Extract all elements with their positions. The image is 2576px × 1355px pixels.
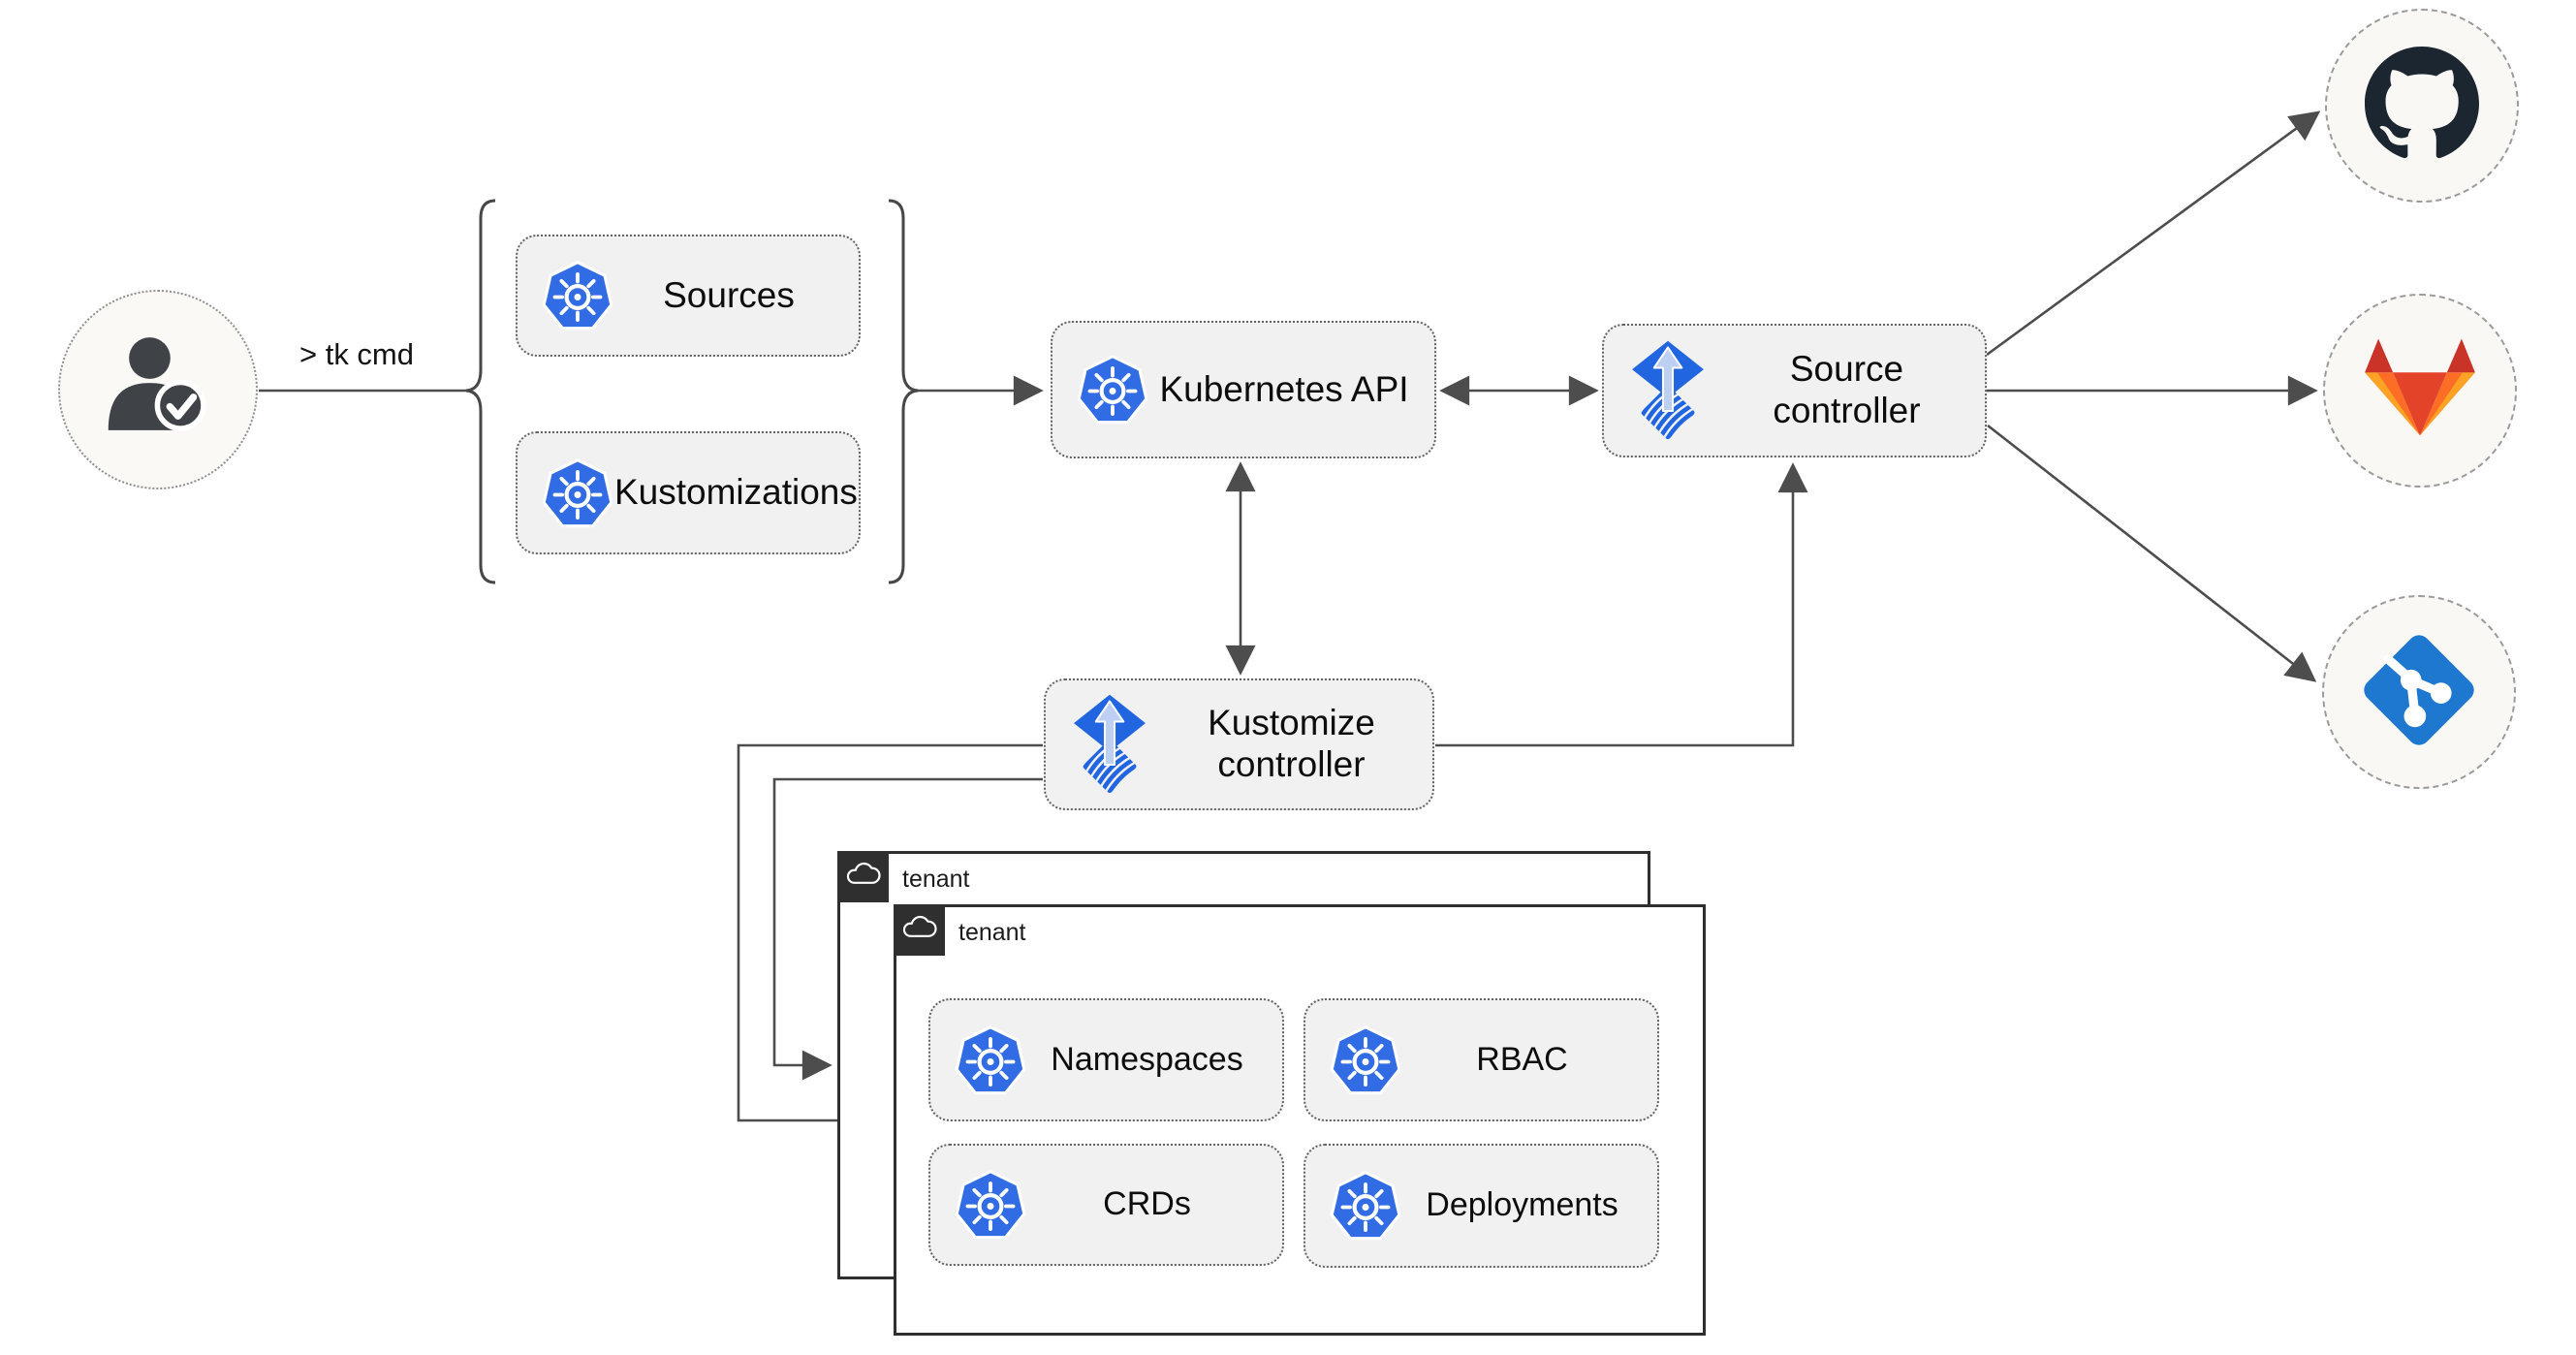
sources-node: Sources [516, 235, 861, 357]
crds-node: CRDs [928, 1144, 1284, 1266]
flux-icon [1627, 339, 1709, 442]
user-check-icon [108, 336, 206, 431]
kustomize-controller-label: Kustomize controller [1208, 703, 1375, 784]
kubernetes-icon [955, 1170, 1026, 1240]
rbac-node: RBAC [1304, 998, 1659, 1121]
kubernetes-icon [1076, 353, 1149, 426]
left-curly-brace [465, 199, 496, 584]
gitlab-icon [2364, 336, 2476, 445]
kubernetes-api-label: Kubernetes API [1159, 368, 1409, 409]
kubernetes-icon [542, 457, 613, 527]
kustomizations-node: Kustomizations [516, 431, 861, 554]
github-icon [2365, 46, 2479, 166]
kubernetes-icon [1330, 1024, 1401, 1094]
flux-icon [1069, 693, 1150, 796]
github-node [2325, 9, 2519, 203]
namespaces-node: Namespaces [928, 998, 1284, 1121]
tenant-inner-label: tenant [958, 919, 1026, 946]
kubernetes-icon [541, 457, 614, 530]
edge-kustomize-to-source [1435, 462, 1808, 747]
edge-source-to-git [1987, 424, 2317, 682]
flux-icon [1632, 340, 1704, 441]
right-curly-brace [888, 199, 919, 584]
cli-command-label: > tk cmd [298, 337, 414, 371]
kubernetes-icon [542, 261, 613, 331]
cloud-icon [901, 914, 938, 947]
kubernetes-icon [955, 1024, 1026, 1094]
deployments-node: Deployments [1304, 1144, 1659, 1268]
source-controller-label: Source controller [1773, 349, 1921, 430]
kubernetes-icon [541, 259, 614, 332]
tenant-outer-label: tenant [902, 866, 970, 893]
user-check-icon [99, 329, 217, 452]
git-node [2322, 595, 2516, 789]
kubernetes-icon [1077, 355, 1148, 425]
edge-source-to-github [1986, 110, 2321, 357]
kustomize-controller-node: Kustomize controller [1044, 678, 1434, 810]
kubernetes-icon [1329, 1169, 1402, 1243]
kubernetes-api-node: Kubernetes API [1051, 321, 1436, 458]
gitlab-icon [2365, 338, 2475, 436]
cloud-icon [845, 861, 882, 894]
flux-icon [1074, 694, 1146, 795]
namespaces-label: Namespaces [1051, 1040, 1243, 1078]
tenant-outer-header [837, 851, 889, 902]
deployments-label: Deployments [1426, 1186, 1618, 1224]
user-node [58, 290, 258, 489]
kubernetes-icon [1330, 1171, 1401, 1241]
cloud-icon [846, 862, 881, 884]
git-icon [2359, 630, 2479, 755]
kubernetes-icon [954, 1024, 1027, 1097]
crds-label: CRDs [1103, 1185, 1191, 1223]
kustomizations-label: Kustomizations [614, 472, 858, 513]
cloud-icon [902, 915, 937, 937]
kubernetes-icon [1329, 1024, 1402, 1097]
kubernetes-icon [954, 1168, 1027, 1242]
source-controller-node: Source controller [1602, 324, 1987, 457]
github-icon [2365, 46, 2479, 158]
sources-label: Sources [663, 274, 795, 315]
tenant-inner-header [894, 904, 945, 956]
gitlab-node [2323, 294, 2517, 488]
git-icon [2364, 634, 2474, 745]
rbac-label: RBAC [1476, 1040, 1568, 1078]
